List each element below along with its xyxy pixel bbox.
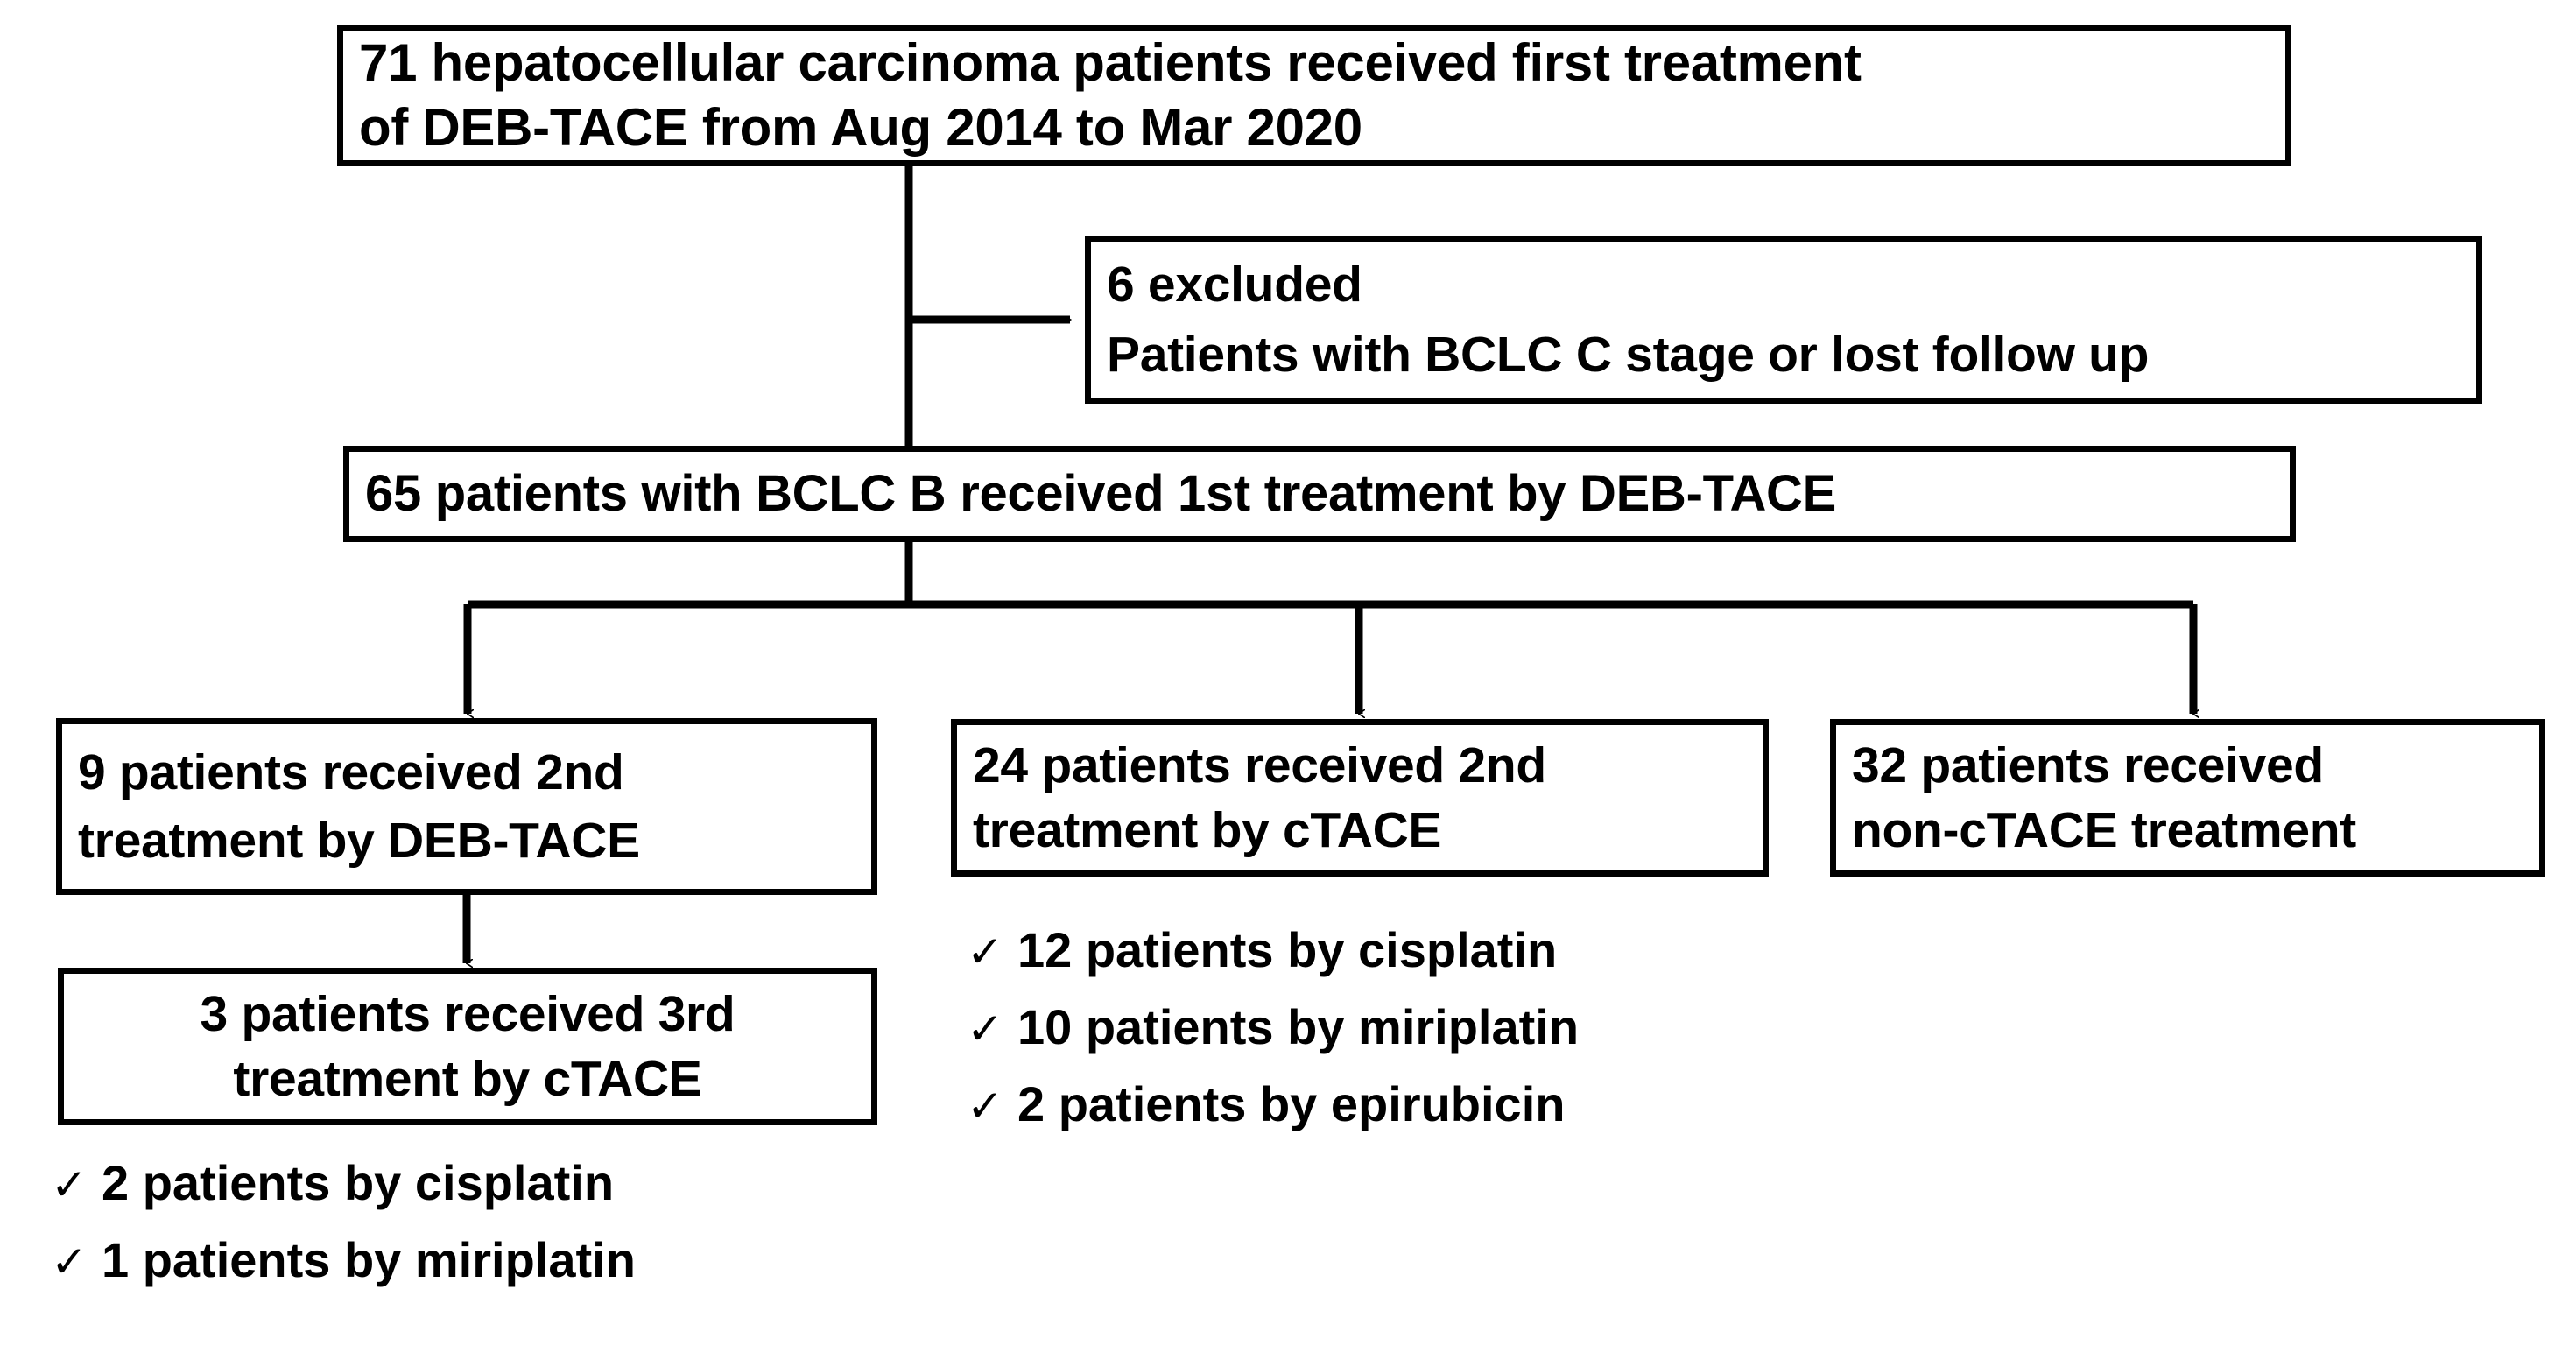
box-ctace-3rd-line-1: 3 patients received 3rd: [200, 986, 735, 1042]
list-item: ✓ 1 patients by miriplatin: [51, 1231, 636, 1308]
check-icon: ✓: [967, 1082, 1003, 1131]
drug-item-label: 1 patients by miriplatin: [102, 1232, 636, 1287]
box-excluded-line-2: Patients with BCLC C stage or lost follo…: [1107, 327, 2150, 383]
box-excluded-line-1: 6 excluded: [1107, 257, 1362, 313]
box-second-treatment-deb-tace: 9 patients received 2nd treatment by DEB…: [56, 718, 877, 895]
box-ctace-2nd-line-2: treatment by cTACE: [973, 802, 1442, 858]
drug-list-second-ctace: ✓ 12 patients by cisplatin ✓ 10 patients…: [967, 921, 1579, 1152]
list-item: ✓ 2 patients by epirubicin: [967, 1075, 1579, 1152]
box-screened-line-1: 71 hepatocellular carcinoma patients rec…: [359, 33, 1862, 92]
box-non-ctace-treatment: 32 patients received non-cTACE treatment: [1830, 719, 2545, 877]
box-screened-line-2: of DEB-TACE from Aug 2014 to Mar 2020: [359, 98, 1362, 157]
check-icon: ✓: [51, 1160, 88, 1209]
box-deb-tace-2nd-line-1: 9 patients received 2nd: [78, 744, 624, 800]
connector-enrolled-to-bus: [468, 542, 2193, 609]
list-item: ✓ 12 patients by cisplatin: [967, 921, 1579, 998]
box-second-treatment-ctace: 24 patients received 2nd treatment by cT…: [951, 719, 1769, 877]
drug-item-label: 10 patients by miriplatin: [1017, 999, 1580, 1054]
box-deb-tace-2nd-line-2: treatment by DEB-TACE: [78, 813, 640, 869]
check-icon: ✓: [967, 1004, 1003, 1053]
drug-item-label: 2 patients by epirubicin: [1017, 1076, 1566, 1131]
list-item: ✓ 2 patients by cisplatin: [51, 1154, 636, 1231]
box-excluded-patients: 6 excluded Patients with BCLC C stage or…: [1085, 236, 2482, 404]
box-screened-patients: 71 hepatocellular carcinoma patients rec…: [337, 25, 2291, 166]
drug-item-label: 2 patients by cisplatin: [102, 1155, 615, 1210]
drug-item-label: 12 patients by cisplatin: [1017, 922, 1558, 977]
box-ctace-3rd-line-2: treatment by cTACE: [233, 1051, 702, 1107]
box-enrolled-patients: 65 patients with BCLC B received 1st tre…: [343, 446, 2296, 542]
box-third-treatment-ctace: 3 patients received 3rd treatment by cTA…: [58, 968, 877, 1125]
drug-list-third-ctace: ✓ 2 patients by cisplatin ✓ 1 patients b…: [51, 1154, 636, 1308]
list-item: ✓ 10 patients by miriplatin: [967, 998, 1579, 1075]
box-non-ctace-line-1: 32 patients received: [1852, 737, 2324, 793]
box-enrolled-line-1: 65 patients with BCLC B received 1st tre…: [365, 465, 1837, 522]
check-icon: ✓: [51, 1237, 88, 1286]
box-non-ctace-line-2: non-cTACE treatment: [1852, 802, 2356, 858]
box-ctace-2nd-line-1: 24 patients received 2nd: [973, 737, 1546, 793]
check-icon: ✓: [967, 927, 1003, 976]
